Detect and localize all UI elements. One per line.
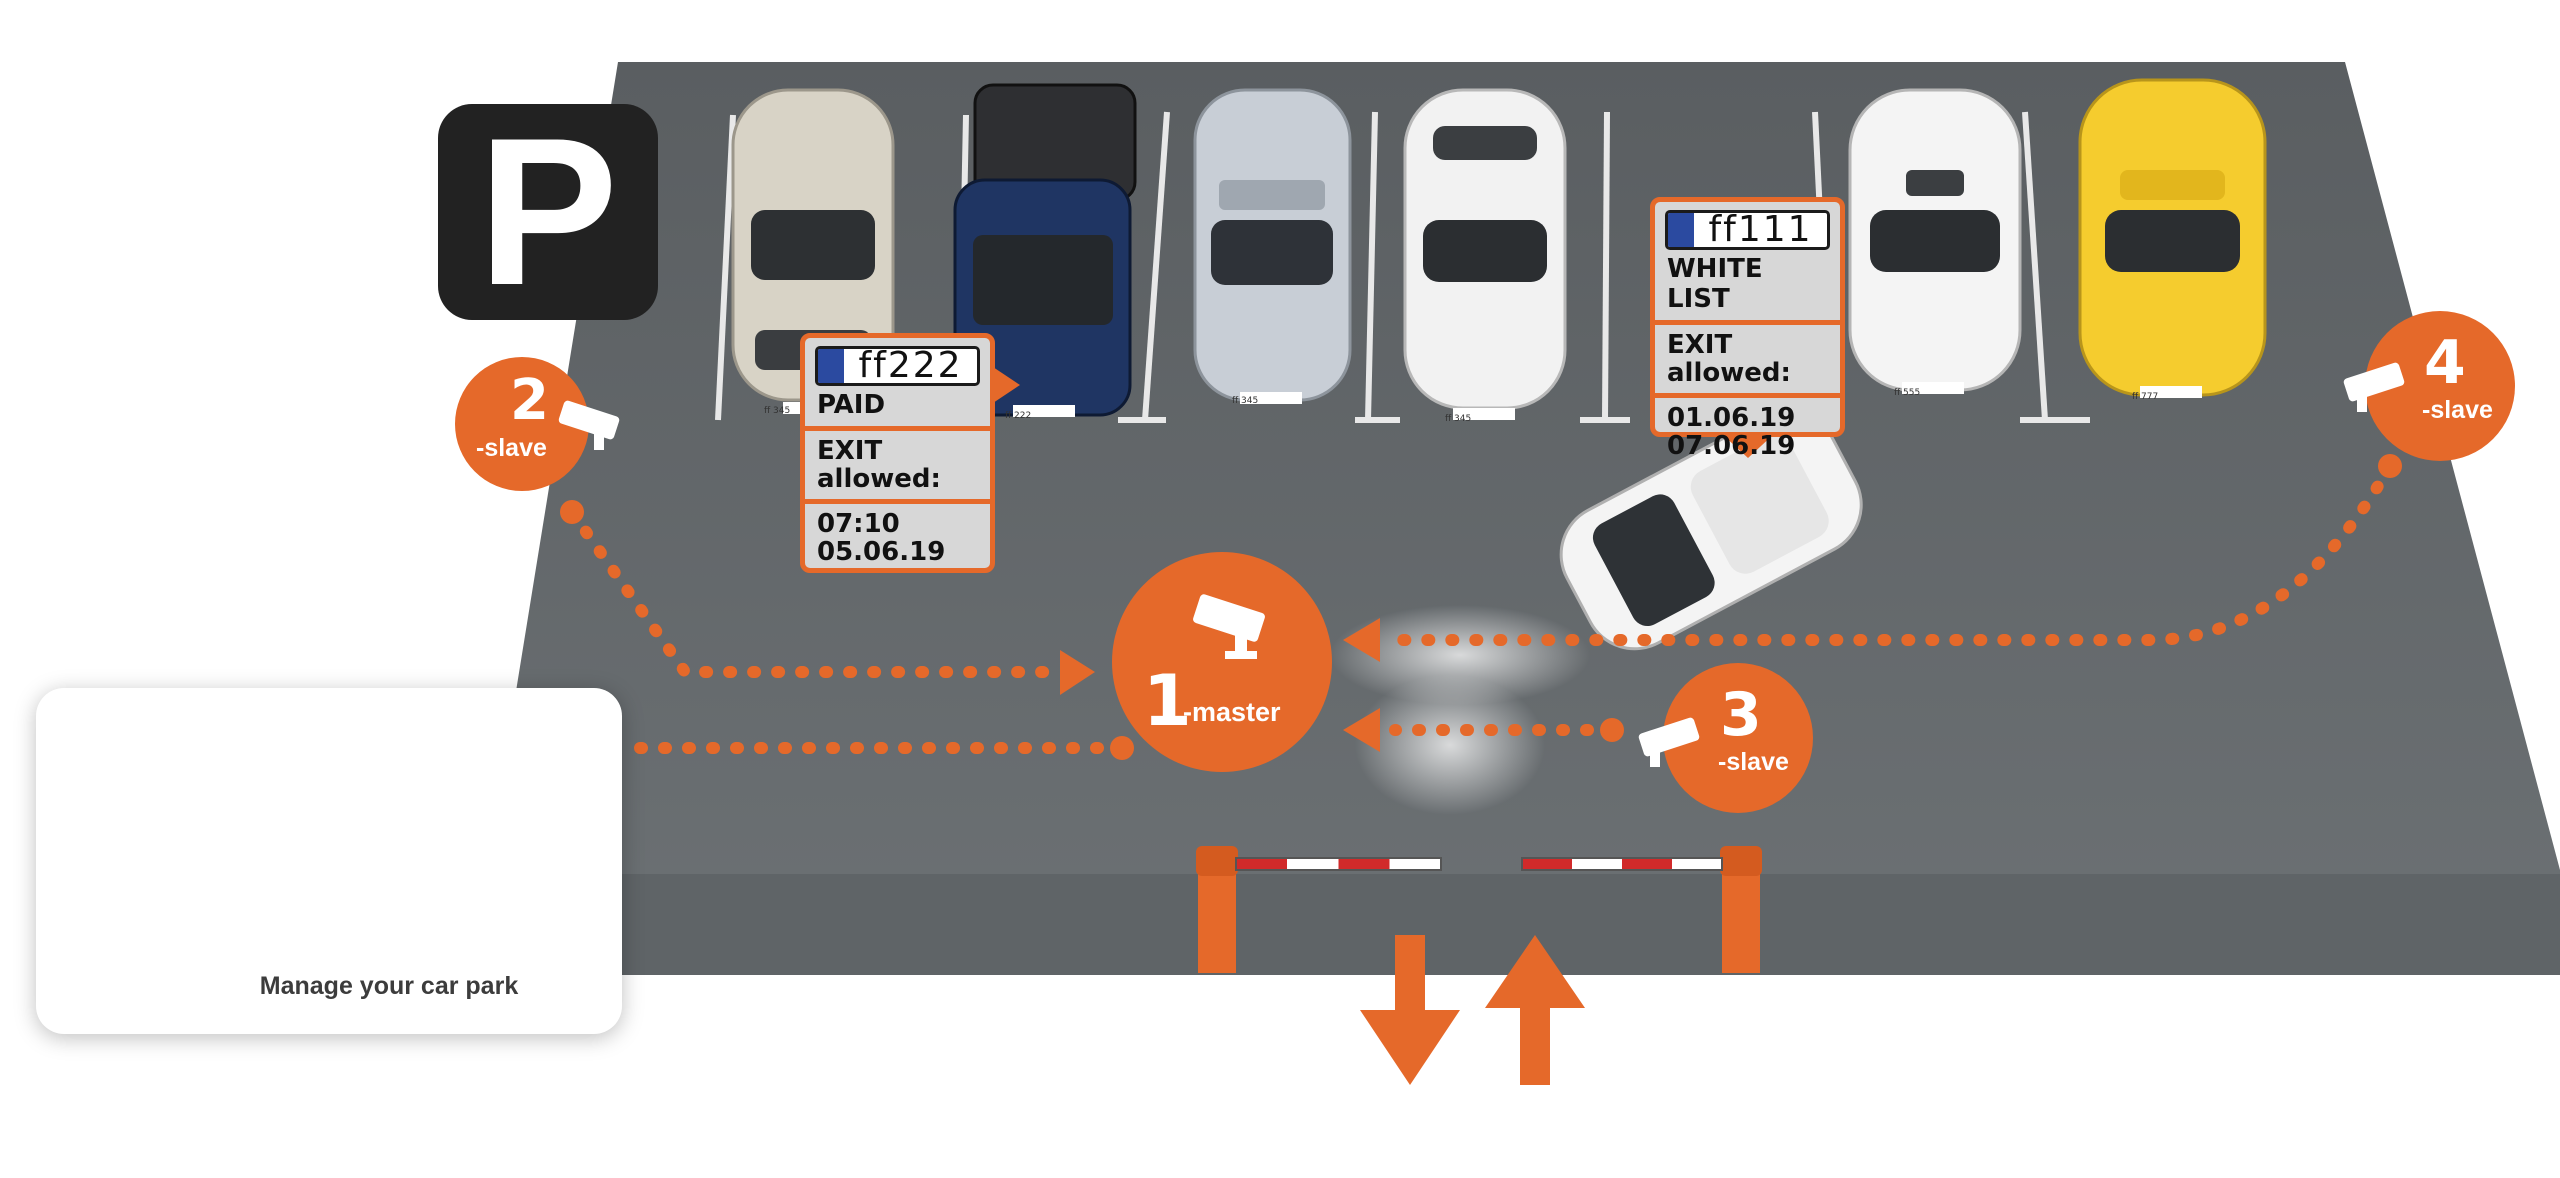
exit-label: EXIT allowed: <box>1655 320 1840 393</box>
exit-arrow-icon <box>1360 935 1460 1085</box>
license-plate: ff222 <box>815 346 980 386</box>
camera-icon <box>558 400 620 450</box>
camera-4-number: 4 <box>2424 328 2466 398</box>
headlight-beam-1 <box>1330 605 1590 705</box>
exit-label: EXIT allowed: <box>805 426 990 499</box>
camera-2-number: 2 <box>510 368 549 433</box>
manage-panel <box>36 688 622 1034</box>
camera-3-slave-circle <box>1663 663 1813 813</box>
parked-car-2 <box>953 83 1137 417</box>
car-plate-label: ff 777 <box>2132 392 2158 402</box>
arrow-head-to-master-left <box>1060 650 1095 695</box>
headlight-beam-2 <box>1355 675 1545 815</box>
parked-car-6 <box>2078 78 2267 398</box>
plate-number: ff111 <box>1708 210 1813 250</box>
camera-2-role: -slave <box>476 434 547 462</box>
plate-number: ff222 <box>858 346 963 386</box>
arrow-head-to-master-right-2 <box>1343 708 1380 752</box>
camera-3-role: -slave <box>1718 748 1789 776</box>
car-plate-label: ff 345 <box>1445 414 1471 424</box>
exit-time: 07:10 05.06.19 <box>805 499 990 572</box>
eu-flag-icon <box>818 349 844 383</box>
camera-2-slave-circle <box>455 357 589 491</box>
ticket-ff111: ff111 WHITE LIST EXIT allowed: 01.06.19 … <box>1650 197 1845 460</box>
link-camera4-to-master <box>1389 460 2396 646</box>
camera-icon <box>1193 594 1265 659</box>
camera-icon <box>2343 362 2405 412</box>
barrier-gate-icon <box>1196 846 1442 973</box>
camera-4-slave-circle <box>2365 311 2515 461</box>
camera-4-role: -slave <box>2422 396 2493 424</box>
ticket-2-pointer <box>1722 434 1774 458</box>
connection-lines <box>566 460 2396 754</box>
car-plate-label: ff 345 <box>1232 396 1258 406</box>
manage-car-park-label[interactable]: Manage your car park <box>259 972 519 1000</box>
parked-car-4 <box>1403 88 1567 420</box>
license-plate: ff111 <box>1665 210 1830 250</box>
link-camera2-to-master <box>566 506 1071 678</box>
ticket-status: PAID <box>817 390 886 420</box>
camera-icon <box>1638 717 1700 767</box>
parking-sign-icon: P <box>438 104 658 320</box>
moving-car <box>1559 409 1863 651</box>
entry-arrow-icon <box>1485 935 1585 1085</box>
ticket-1-pointer <box>990 365 1020 405</box>
camera-1-master-circle <box>1112 552 1332 772</box>
car-plate-label: ff 345 <box>764 406 790 416</box>
parked-car-3 <box>1193 88 1352 404</box>
camera-3-number: 3 <box>1720 680 1762 750</box>
ticket-ff222: ff222 PAID EXIT allowed: 07:10 05.06.19 <box>800 333 995 573</box>
car-plate-label: ff 555 <box>1894 388 1920 398</box>
car-plate-label: ff 222 <box>1005 411 1031 421</box>
eu-flag-icon <box>1668 213 1694 247</box>
arrow-head-to-master-right <box>1343 618 1380 662</box>
entrance-road <box>470 870 2560 975</box>
ticket-status: WHITE LIST <box>1667 254 1763 314</box>
camera-1-number: 1 <box>1143 660 1192 742</box>
parked-car-5 <box>1848 88 2022 394</box>
barrier-gate-icon <box>1521 846 1762 973</box>
camera-1-role: -master <box>1183 697 1281 727</box>
exit-period: 01.06.19 07.06.19 <box>1655 393 1840 466</box>
